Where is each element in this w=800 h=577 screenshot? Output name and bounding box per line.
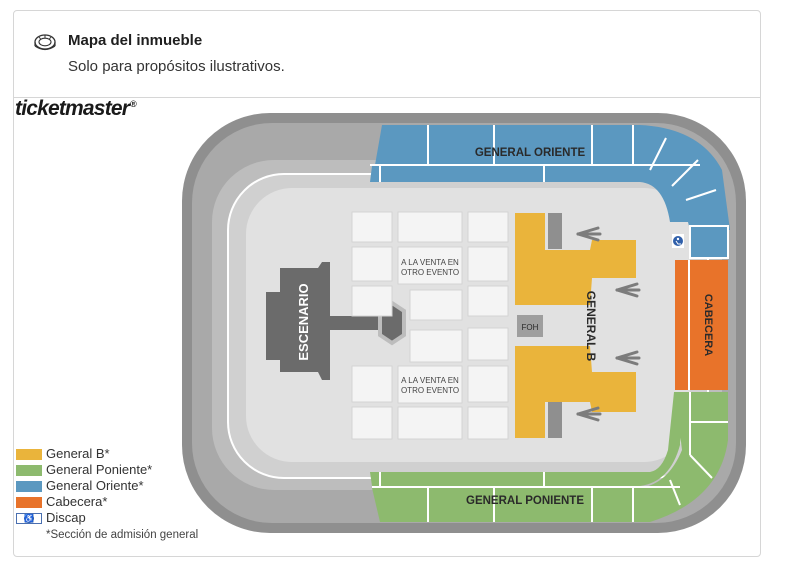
label-otro-evento-top-1: A LA VENTA EN xyxy=(401,258,459,267)
floor-blocks xyxy=(351,211,509,440)
label-general-b: GENERAL B xyxy=(584,291,598,362)
entrance-arrows xyxy=(576,226,641,422)
legend-note: *Sección de admisión general xyxy=(46,529,199,541)
label-otro-evento-bottom-1: A LA VENTA EN xyxy=(401,376,459,385)
label-foh: FOH xyxy=(522,323,539,332)
page-title: Mapa del inmueble xyxy=(68,32,203,49)
legend-swatch xyxy=(16,465,42,476)
wheelchair-icon: ♿ xyxy=(16,513,42,524)
legend-label: General Oriente* xyxy=(46,478,144,493)
label-otro-evento-bottom-2: OTRO EVENTO xyxy=(401,386,459,395)
section-general-poniente[interactable] xyxy=(370,392,728,522)
logo-registered-mark: ® xyxy=(130,99,137,109)
logo-text: ticketmaster xyxy=(15,97,130,120)
section-general-oriente[interactable] xyxy=(370,125,730,259)
legend-label: General Poniente* xyxy=(46,462,153,477)
legend-swatch xyxy=(16,497,42,508)
label-general-poniente: GENERAL PONIENTE xyxy=(466,495,584,507)
foh-booth xyxy=(517,315,543,337)
legend-swatch xyxy=(16,481,42,492)
legend-swatch xyxy=(16,449,42,460)
legend-label: General B* xyxy=(46,446,110,461)
ticketmaster-logo: ticketmaster® xyxy=(15,97,137,121)
label-escenario: ESCENARIO xyxy=(296,283,311,360)
stadium-icon xyxy=(34,34,56,51)
legend-label: Cabecera* xyxy=(46,494,108,509)
label-otro-evento-top-2: OTRO EVENTO xyxy=(401,268,459,277)
section-general-b[interactable] xyxy=(515,213,636,438)
tower-top xyxy=(548,213,562,249)
section-cabecera[interactable] xyxy=(675,260,728,390)
tower-bottom xyxy=(548,402,562,438)
card-header: Mapa del inmueble Solo para propósitos i… xyxy=(14,11,760,98)
page-subtitle: Solo para propósitos ilustrativos. xyxy=(68,58,285,75)
legend-label: Discap xyxy=(46,510,86,525)
wheelchair-icon xyxy=(672,234,684,248)
label-general-oriente: GENERAL ORIENTE xyxy=(475,147,586,159)
label-cabecera: CABECERA xyxy=(702,294,714,356)
